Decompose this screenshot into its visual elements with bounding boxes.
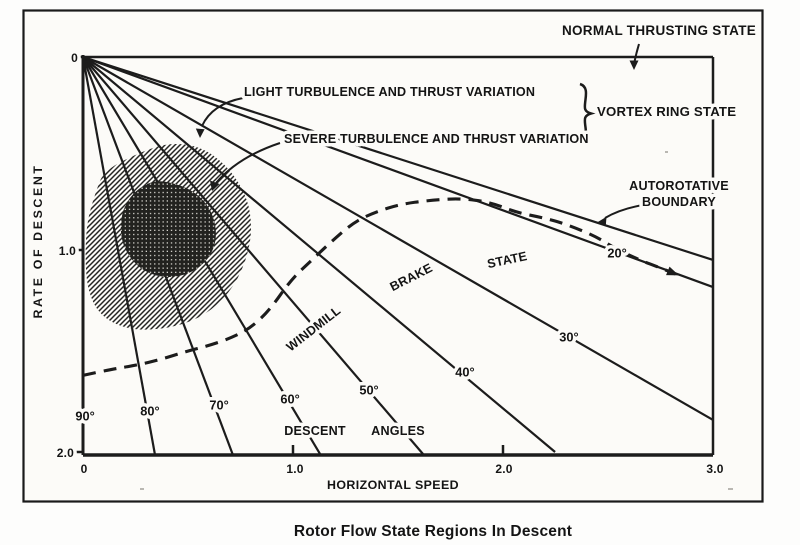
x-tick-label-3: 3.0 [706, 462, 723, 476]
x-tick-label-0: 0 [81, 462, 88, 476]
annotation-arrows [195, 43, 644, 226]
normal-thrusting-arrowhead [629, 60, 639, 70]
y-axis-title: RATE OF DESCENT [31, 163, 45, 318]
light-turbulence-arrowhead [195, 128, 205, 138]
light-turbulence-label: LIGHT TURBULENCE AND THRUST VARIATION [244, 85, 535, 99]
autorotative-boundary-curve [82, 197, 679, 377]
scan-speck [665, 151, 668, 153]
descent-angle-label-40deg: 40° [455, 365, 474, 380]
vortex-ring-brace [579, 82, 596, 145]
severe-turbulence-label: SEVERE TURBULENCE AND THRUST VARIATION [284, 132, 589, 146]
y-tick-label-1: 1.0 [59, 244, 76, 258]
figure-border [22, 9, 764, 503]
normal-thrusting-label: NORMAL THRUSTING STATE [562, 23, 756, 38]
descent-word-label: DESCENT [284, 424, 346, 438]
x-tick-label-2: 2.0 [495, 462, 512, 476]
turbulence-regions [85, 143, 251, 330]
autorotative-boundary-arrow [604, 204, 644, 219]
y-tick-label-2: 2.0 [57, 446, 74, 460]
autorotative-boundary-curve-arrowhead [666, 266, 679, 276]
autorotative-label-line1: AUTOROTATIVE [629, 179, 729, 193]
descent-angle-label-70deg: 70° [209, 398, 228, 413]
axes [68, 55, 715, 457]
autorotative-label-line2: BOUNDARY [642, 195, 716, 209]
chart-text: NORMAL THRUSTING STATE LIGHT TURBULENCE … [28, 20, 760, 541]
severe-turbulence-arrowhead [210, 180, 220, 191]
descent-angle-line-vortex-bound [82, 55, 714, 262]
scan-speck [140, 488, 144, 490]
descent-angle-label-60deg: 60° [280, 392, 299, 407]
descent-angle-label-80deg: 80° [140, 404, 159, 419]
descent-angle-label-50deg: 50° [359, 382, 378, 397]
angles-word-label: ANGLES [371, 424, 425, 438]
autorotative-boundary-arrowhead [597, 216, 607, 226]
descent-angle-line-30deg [82, 56, 714, 421]
light-turbulence-arrow [201, 97, 244, 127]
descent-angle-label-30deg: 30° [559, 329, 578, 344]
descent-angle-label-90deg: 90° [75, 409, 94, 424]
descent-angle-line-50deg [82, 56, 424, 455]
descent-angle-line-20deg [82, 55, 714, 289]
x-tick-label-1: 1.0 [286, 462, 303, 476]
severe-turbulence-region [120, 181, 216, 278]
x-axis-title: HORIZONTAL SPEED [327, 478, 459, 492]
figure-caption: Rotor Flow State Regions In Descent [294, 523, 572, 540]
severe-turbulence-arrow [215, 142, 281, 184]
descent-angle-label-20deg: 20° [607, 246, 626, 261]
vortex-ring-state-label: VORTEX RING STATE [597, 104, 736, 119]
scan-speck [728, 488, 733, 490]
y-tick-label-0: 0 [71, 51, 78, 65]
autorotative-boundary-dashed-line [82, 197, 676, 377]
descent-angle-labels: 90° 80° 70° 60° 50° 40° 30° 20° [72, 242, 630, 427]
